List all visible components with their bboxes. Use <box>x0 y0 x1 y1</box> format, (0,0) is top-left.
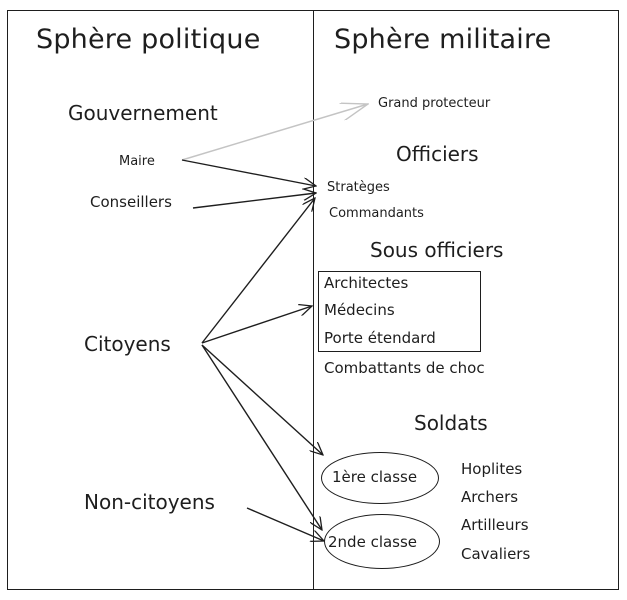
military-sphere-title: Sphère militaire <box>334 24 552 55</box>
grand-protecteur-label: Grand protecteur <box>378 96 491 111</box>
strateges-label: Stratèges <box>327 180 390 195</box>
citoyens-label: Citoyens <box>84 332 171 356</box>
artilleurs-label: Artilleurs <box>461 516 529 534</box>
2nde-classe-oval <box>324 514 440 569</box>
sous-officiers-heading: Sous officiers <box>370 238 504 262</box>
conseillers-label: Conseillers <box>90 193 172 211</box>
officiers-heading: Officiers <box>396 142 479 166</box>
maire-label: Maire <box>119 154 155 169</box>
architectes-label: Architectes <box>324 274 409 292</box>
commandants-label: Commandants <box>329 206 424 221</box>
hoplites-label: Hoplites <box>461 460 523 478</box>
political-sphere-title: Sphère politique <box>36 24 261 55</box>
cavaliers-label: Cavaliers <box>461 545 531 563</box>
1ere-classe-oval <box>321 452 439 504</box>
1ere-classe-label: 1ère classe <box>332 468 418 486</box>
sous-officiers-box <box>318 271 481 352</box>
non-citoyens-label: Non-citoyens <box>84 490 215 514</box>
2nde-classe-label: 2nde classe <box>328 533 418 551</box>
combattants-de-choc-label: Combattants de choc <box>324 359 485 377</box>
porte-etendard-label: Porte étendard <box>324 329 436 347</box>
archers-label: Archers <box>461 488 519 506</box>
government-heading: Gouvernement <box>68 101 218 125</box>
medecins-label: Médecins <box>324 301 395 319</box>
soldats-heading: Soldats <box>414 411 488 435</box>
